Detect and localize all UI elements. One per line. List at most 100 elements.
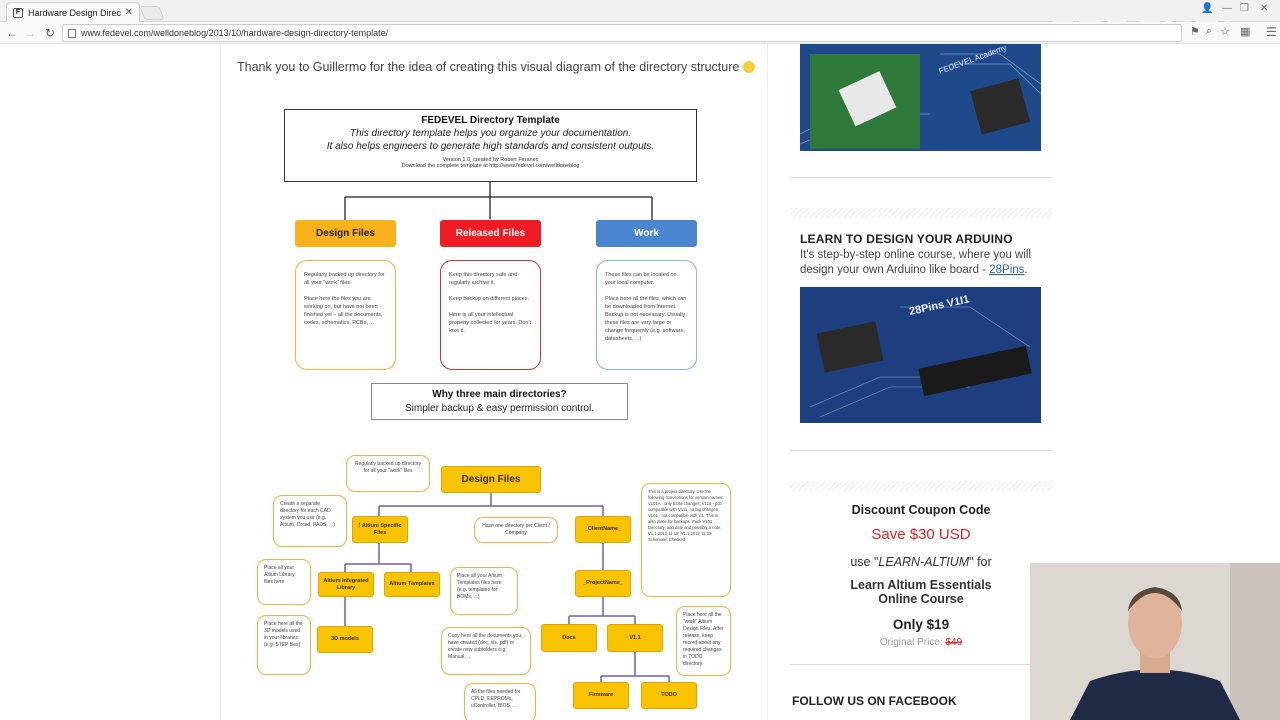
- 3d-models-note: Place here all the 3D models used in you…: [257, 615, 311, 675]
- coupon-use-line: use "LEARN-ALTIUM" for: [790, 555, 1052, 569]
- docs-note: Copy here all the documents you have cre…: [441, 627, 531, 675]
- intro-text: Thank you to Guillermo for the idea of c…: [237, 60, 756, 74]
- design-files-note: Regularly backed up directory for all yo…: [295, 260, 396, 370]
- work-note: These files can be located on your local…: [596, 260, 697, 370]
- work-box: Work: [596, 220, 697, 247]
- altium-templates-note: Place all your Altium Templates files he…: [450, 567, 518, 615]
- why-answer: Simpler backup & easy permission control…: [405, 403, 594, 414]
- diagram-connectors: [344, 182, 670, 682]
- minimize-icon[interactable]: —: [1222, 3, 1232, 14]
- coupon-code: LEARN-ALTIUM: [878, 555, 970, 569]
- firmware-node: Firmware: [573, 682, 629, 709]
- browser-titlebar: F Hardware Design Directo ✕ 👤 — ❐ ✕: [0, 0, 1280, 22]
- pcb-top-image[interactable]: FEDEVEL Academy: [800, 44, 1041, 151]
- coupon-original-price: $49: [945, 637, 963, 648]
- design-files-box: Design Files: [295, 220, 396, 247]
- released-files-box: Released Files: [440, 220, 541, 247]
- bookmark-star-icon[interactable]: ☆: [1220, 26, 1230, 38]
- favicon-icon: F: [13, 7, 23, 18]
- template-download: Download the complete template at http:/…: [401, 163, 580, 169]
- close-window-icon[interactable]: ✕: [1260, 3, 1269, 14]
- coupon-save: Save $30 USD: [871, 526, 971, 543]
- extension2-icon[interactable]: ▦: [1240, 26, 1251, 38]
- template-subtitle-2: It also helps engineers to generate high…: [326, 141, 655, 152]
- released-note-2: Keep backup on different places.: [449, 296, 530, 302]
- coupon-price: Only $19: [892, 617, 950, 632]
- zoom-icon[interactable]: ⌕: [1206, 25, 1213, 37]
- version-note: Place here all the "work" Altium Design …: [676, 606, 731, 676]
- close-tab-icon[interactable]: ✕: [124, 7, 133, 18]
- altium-specific-note: Create a separate directory for each CAD…: [273, 495, 347, 547]
- arduino-divider: [790, 423, 1052, 451]
- forward-icon[interactable]: →: [24, 26, 36, 40]
- 28pins-board-image[interactable]: 28Pins V1I1: [800, 287, 1041, 423]
- extension-icon[interactable]: ⚑: [1190, 26, 1200, 38]
- profile-icon[interactable]: 👤: [1201, 3, 1214, 14]
- stripe-divider-1: [790, 208, 1052, 218]
- presenter-graphic: [1030, 563, 1280, 720]
- version-node: V1.1: [607, 624, 663, 652]
- article: Thank you to Guillermo for the idea of c…: [220, 44, 768, 720]
- page-icon: [68, 29, 76, 38]
- template-subtitle-1: This directory template helps you organi…: [349, 128, 632, 139]
- coupon-use-prefix: use ": [850, 555, 879, 569]
- integrated-library-note: Place all your Altium Library files here: [257, 559, 311, 605]
- firmware-note: All the files needed for CPLD, EEPROMs, …: [464, 683, 536, 720]
- page-content: Thank you to Guillermo for the idea of c…: [0, 44, 1280, 720]
- coupon-block: Discount Coupon Code Save $30 USD use "L…: [790, 503, 1052, 648]
- smiley-icon: [743, 61, 756, 73]
- why-question: Why three main directories?: [432, 389, 567, 400]
- stripe-divider-2: [790, 481, 1052, 491]
- coupon-original-label: Original Price:: [879, 637, 943, 648]
- menu-icon[interactable]: ☰: [1266, 25, 1277, 39]
- released-note-1: Keep this directory safe and regularly a…: [449, 272, 518, 286]
- directory-diagram-1: FEDEVEL Directory Template This director…: [221, 44, 769, 720]
- intro-sentence: Thank you to Guillermo for the idea of c…: [237, 60, 740, 74]
- arduino-description: It's step-by-step online course, where y…: [800, 249, 1032, 276]
- 3d-models-node: 3D models: [317, 626, 373, 653]
- integrated-library-node: Altium Integrated Library: [318, 572, 374, 597]
- work-note-1: These files can be located on your local…: [605, 272, 677, 286]
- coupon-heading: Discount Coupon Code: [851, 503, 991, 517]
- tab-title: Hardware Design Directo: [28, 7, 121, 18]
- why-three-directories-box: Why three main directories? Simpler back…: [371, 383, 628, 420]
- client-name-node: _ClientName_: [575, 516, 631, 543]
- facebook-heading: FOLLOW US ON FACEBOOK: [792, 694, 957, 708]
- coupon-original-line: Original Price: $49: [790, 637, 1052, 648]
- back-icon[interactable]: ←: [6, 26, 18, 40]
- altium-specific-node: ! Altium Specific Files: [352, 516, 408, 543]
- project-note: This is a project directory. Use the fol…: [641, 483, 731, 597]
- template-header-box: FEDEVEL Directory Template This director…: [284, 109, 697, 182]
- coupon-course[interactable]: Learn Altium Essentials Online Course: [850, 578, 992, 606]
- webcam-overlay: [1030, 563, 1280, 720]
- root-note: Regularly backed up directory for all yo…: [346, 455, 430, 492]
- released-note-3: Here is all your intellectual property c…: [449, 312, 532, 334]
- design-note-2: Place here the files you are working on,…: [304, 296, 383, 326]
- browser-tab[interactable]: F Hardware Design Directo ✕: [6, 2, 140, 22]
- new-tab-button[interactable]: [139, 6, 165, 20]
- 28pins-link[interactable]: 28Pins: [989, 264, 1025, 276]
- work-note-2: Place here all the files, which can be d…: [605, 296, 687, 342]
- sidebar: FEDEVEL Academy LEARN TO DESIGN YOUR ARD…: [790, 44, 1052, 720]
- coupon-use-suffix: " for: [969, 555, 992, 569]
- maximize-icon[interactable]: ❐: [1240, 3, 1249, 14]
- url-text: www.fedevel.com/welldoneblog/2013/10/har…: [81, 28, 389, 38]
- project-name-node: _ProjectName_: [575, 570, 631, 597]
- reload-icon[interactable]: ↻: [44, 26, 56, 40]
- todo-node: TODO: [641, 682, 697, 709]
- design-note-1: Regularly backed up directory for all yo…: [304, 272, 385, 286]
- altium-templates-node: Altium Templates: [384, 572, 440, 597]
- address-bar[interactable]: www.fedevel.com/welldoneblog/2013/10/har…: [62, 24, 1182, 42]
- docs-node: Docs: [541, 624, 597, 652]
- coupon-divider: [790, 664, 1052, 665]
- browser-toolbar: ← → ↻ www.fedevel.com/welldoneblog/2013/…: [0, 22, 1280, 44]
- pcb-top-divider: [790, 150, 1052, 178]
- root-design-files-node: Design Files: [441, 466, 541, 493]
- arduino-heading: LEARN TO DESIGN YOUR ARDUINO: [800, 232, 1013, 246]
- client-note: Have one directory per Client / Company: [474, 517, 558, 543]
- template-title: FEDEVEL Directory Template: [421, 115, 560, 126]
- template-version: Version 1.0, created by Robert Feranec: [442, 157, 539, 163]
- released-files-note: Keep this directory safe and regularly a…: [440, 260, 541, 370]
- pcb-top-graphic: FEDEVEL Academy: [800, 44, 1041, 151]
- 28pins-board-graphic: 28Pins V1I1: [800, 287, 1041, 423]
